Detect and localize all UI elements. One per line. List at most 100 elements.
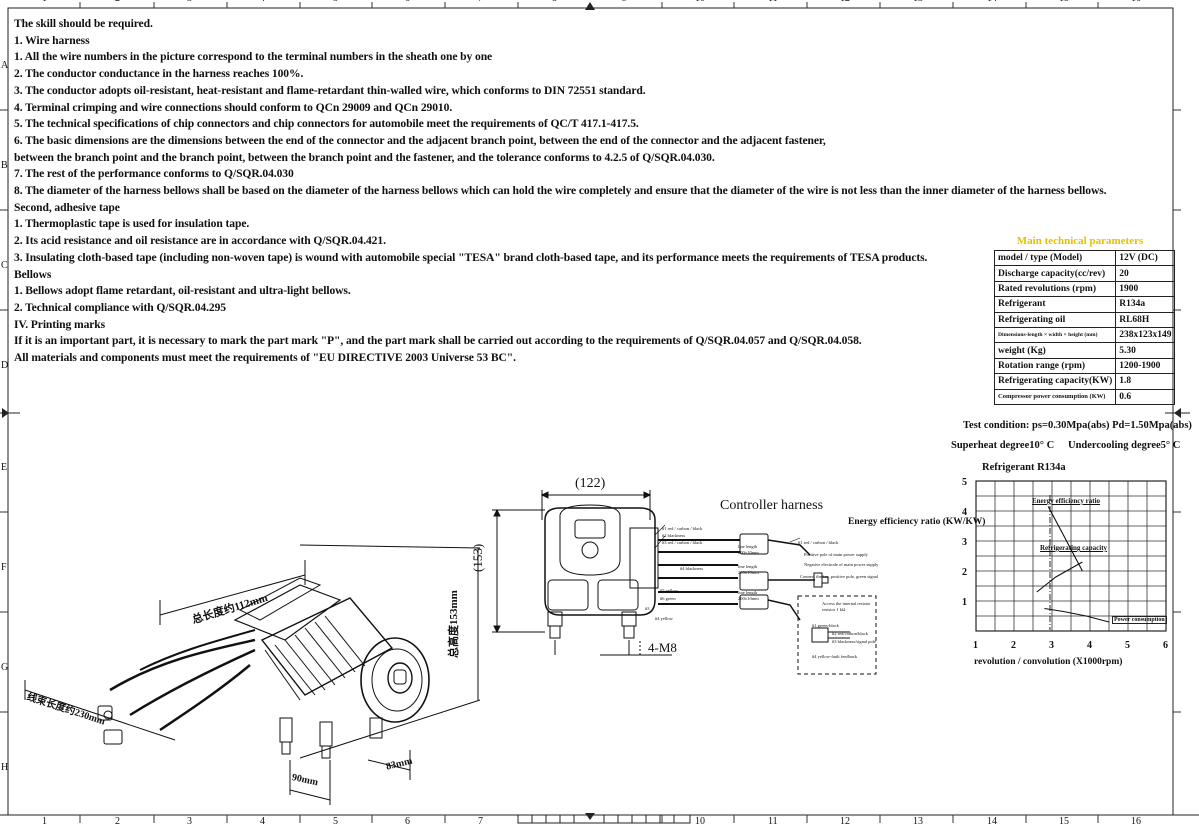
svg-text:Connect the fan, positive pole: Connect the fan, positive pole, green si… <box>800 574 879 580</box>
param-key: Refrigerant <box>993 296 1117 313</box>
refrigerant-label: Refrigerant R134a <box>982 462 1066 473</box>
param-row: weight (Kg)5.30 <box>993 342 1176 359</box>
chart-x-tick-label: 5 <box>1125 640 1130 651</box>
param-value: 238x123x149 <box>1115 326 1176 344</box>
superheat-degree: Superheat degree10° C <box>951 440 1055 451</box>
svg-text:#2 blackness: #2 blackness <box>662 533 685 538</box>
note-line: between the branch point and the branch … <box>14 150 715 164</box>
border-bottom-label: 12 <box>840 816 850 827</box>
note-line: 2. Its acid resistance and oil resistanc… <box>14 234 386 248</box>
note-line: Second, adhesive tape <box>14 200 120 214</box>
border-top-label: 2 <box>115 0 120 4</box>
param-row: Rated revolutions (rpm)1900 <box>993 280 1176 298</box>
border-top-label: 14 <box>987 0 997 4</box>
svg-text:line length: line length <box>738 590 758 595</box>
note-line: 8. The diameter of the harness bellows s… <box>14 184 1107 198</box>
border-top-label: 3 <box>187 0 192 4</box>
series-label-eer: Energy efficiency ratio <box>1032 497 1101 505</box>
param-key: Rotation range (rpm) <box>993 357 1117 375</box>
border-top-label: 5 <box>333 0 338 4</box>
isometric-compressor-view <box>24 544 481 805</box>
param-value: 12V (DC) <box>1115 249 1176 267</box>
svg-text:resistor 1 kΩ: resistor 1 kΩ <box>822 607 846 612</box>
param-row: Dimensions-length × width × height (mm)2… <box>993 326 1176 344</box>
chart-y-tick-label: 3 <box>962 537 967 548</box>
svg-text:line length: line length <box>738 564 758 569</box>
param-row: model / type (Model)12V (DC) <box>993 249 1176 267</box>
border-bottom-label: 1 <box>42 816 47 827</box>
note-line: All materials and components must meet t… <box>14 351 516 365</box>
chart-x-tick-label: 4 <box>1087 640 1092 651</box>
svg-text:#1 red / carbon / black: #1 red / carbon / black <box>662 526 703 531</box>
param-key: Compressor power consumption (KW) <box>993 388 1117 405</box>
chart-ylabel: Energy efficiency ratio (KW/KW) <box>848 517 986 527</box>
border-top-label: 13 <box>913 0 923 4</box>
param-value: 5.30 <box>1115 342 1176 359</box>
test-condition: Test condition: ps=0.30Mpa(abs) Pd=1.50M… <box>963 420 1192 431</box>
dimension-153: (153) <box>470 543 485 572</box>
param-value: 1.8 <box>1115 373 1176 390</box>
border-bottom-label: 2 <box>115 816 120 827</box>
technical-requirements-notes: The skill should be required.1. Wire har… <box>14 16 1174 367</box>
front-view-compressor <box>492 490 877 675</box>
svg-text:line length: line length <box>738 544 758 549</box>
param-value: R134a <box>1115 296 1176 313</box>
param-row: Compressor power consumption (KW)0.6 <box>993 388 1176 405</box>
chart-x-tick-label: 2 <box>1011 640 1016 651</box>
note-line: 3. The conductor adopts oil-resistant, h… <box>14 83 646 97</box>
table-title: Main technical parameters <box>1016 235 1144 247</box>
note-line: 1. All the wire numbers in the picture c… <box>14 50 493 64</box>
svg-text:#4 yellow-fault feedback: #4 yellow-fault feedback <box>812 654 858 659</box>
chart-series-line-0 <box>1047 506 1083 572</box>
border-left-label: A <box>1 60 9 71</box>
border-top-label: 12 <box>840 0 850 4</box>
border-left-label: F <box>1 562 7 573</box>
controller-harness-title: Controller harness <box>720 498 824 513</box>
border-top-label: 10 <box>695 0 705 4</box>
svg-text:200±10mm: 200±10mm <box>738 570 759 575</box>
border-top-label: 16 <box>1131 0 1141 4</box>
param-key: weight (Kg) <box>993 342 1117 359</box>
note-line: Bellows <box>14 267 52 281</box>
note-line: 1. Wire harness <box>14 33 90 47</box>
param-value: 1900 <box>1115 280 1176 298</box>
svg-text:#2 red/carbon/black: #2 red/carbon/black <box>832 631 869 636</box>
top-center-arrow <box>585 2 595 10</box>
svg-text:#1 green-black: #1 green-black <box>812 623 840 628</box>
border-bottom-label: 6 <box>405 816 410 827</box>
note-line: 6. The basic dimensions are the dimensio… <box>14 133 826 147</box>
note-line: 1. Thermoplastic tape is used for insula… <box>14 217 250 231</box>
svg-text:Access the internal resistor: Access the internal resistor <box>822 601 871 606</box>
border-left-label: C <box>1 260 8 271</box>
param-key: Discharge capacity(cc/rev) <box>993 265 1117 282</box>
border-left-label: G <box>1 662 9 673</box>
border-bottom-label: 16 <box>1131 816 1141 827</box>
series-label-capacity: Refrigerating capacity <box>1040 544 1108 552</box>
border-bottom-label: 7 <box>478 816 483 827</box>
chart-x-tick-label: 1 <box>973 640 978 651</box>
border-left-label: B <box>1 160 8 171</box>
param-key: Refrigerating capacity(KW) <box>993 373 1117 390</box>
note-line: If it is an important part, it is necess… <box>14 334 862 348</box>
svg-text:#3: #3 <box>645 606 650 611</box>
note-line: 5. The technical specifications of chip … <box>14 117 639 131</box>
svg-text:#5 yellow: #5 yellow <box>660 588 679 593</box>
note-line: 2. The conductor conductance in the harn… <box>14 67 304 81</box>
border-top-label: 8 <box>552 0 557 4</box>
svg-text:Positive pole of main power su: Positive pole of main power supply <box>804 552 869 557</box>
param-key: Rated revolutions (rpm) <box>993 280 1117 298</box>
border-bottom-label: 15 <box>1059 816 1069 827</box>
param-key: Refrigerating oil <box>993 311 1117 328</box>
param-value: 20 <box>1115 265 1176 282</box>
chart-y-tick-label: 5 <box>962 477 967 488</box>
svg-text:Negative electrode of main pow: Negative electrode of main power supply <box>804 562 879 567</box>
border-top-label: 9 <box>622 0 627 4</box>
thread-spec: 4-M8 <box>648 640 677 655</box>
border-top-label: 7 <box>478 0 483 4</box>
svg-text:200±10mm: 200±10mm <box>738 596 759 601</box>
harness-annotations: #1 red / carbon / black #2 blackness #3 … <box>645 526 879 659</box>
svg-text:#3 red / carbon / black: #3 red / carbon / black <box>662 540 703 545</box>
svg-text:#4 yellow: #4 yellow <box>655 616 674 621</box>
